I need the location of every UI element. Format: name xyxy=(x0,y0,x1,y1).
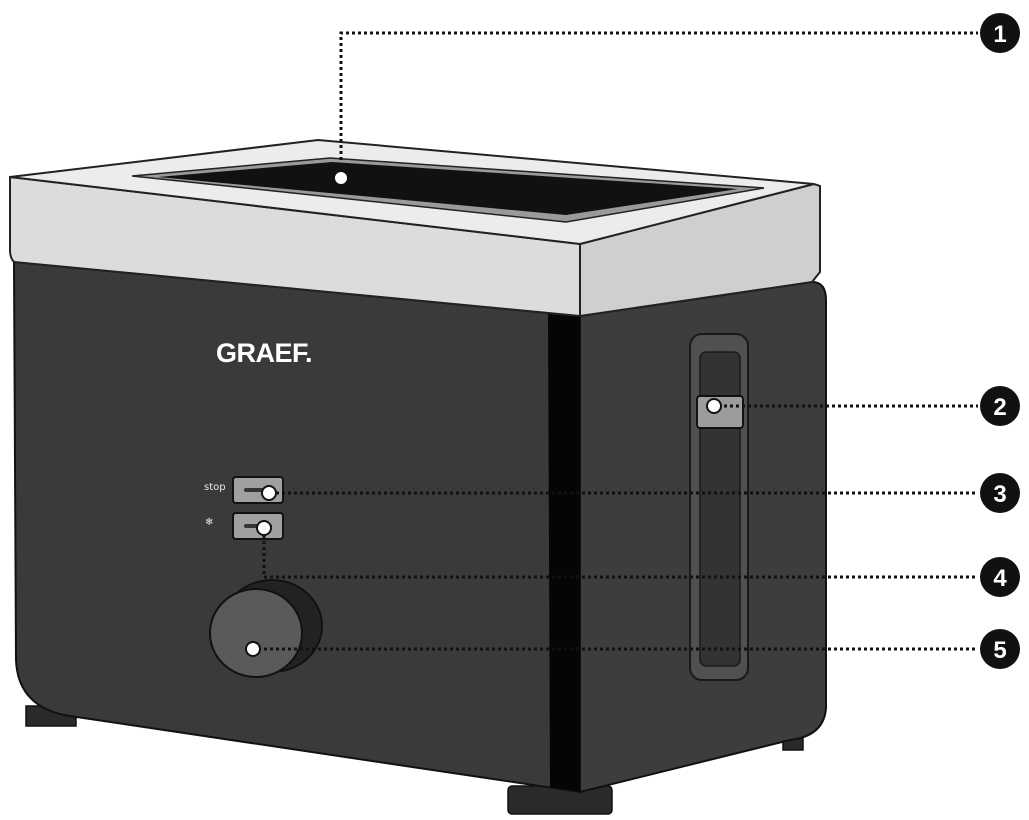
browning-knob[interactable] xyxy=(209,588,303,678)
leader-line-4 xyxy=(262,529,978,579)
callout-number-3: 3 xyxy=(993,481,1006,508)
callout-circle-2 xyxy=(980,386,1020,426)
target-dot-5 xyxy=(245,641,261,657)
target-dot-3 xyxy=(261,485,277,501)
leader-line-1 xyxy=(339,31,978,178)
foot-center xyxy=(507,785,613,815)
defrost-button-label: ❄ xyxy=(205,517,213,528)
target-dot-1 xyxy=(333,170,349,186)
toaster-body-front xyxy=(12,260,581,794)
bread-slot xyxy=(158,162,738,215)
callout-number-5: 5 xyxy=(993,637,1006,664)
callout-number-2: 2 xyxy=(993,394,1006,421)
callout-circle-5 xyxy=(980,629,1020,669)
callout-number-4: 4 xyxy=(993,565,1007,592)
corner-seam xyxy=(548,312,580,792)
target-dot-2 xyxy=(706,398,722,414)
callout-number-1: 1 xyxy=(993,21,1006,48)
target-dot-4 xyxy=(256,520,272,536)
lever-track-inner xyxy=(699,351,741,667)
stop-button-label: stop xyxy=(204,482,226,493)
top-housing-front xyxy=(9,175,581,318)
callout-circle-1 xyxy=(980,13,1020,53)
brand-logo: GRAEF. xyxy=(216,338,312,368)
callout-circle-3 xyxy=(980,473,1020,513)
callout-circle-4 xyxy=(980,557,1020,597)
